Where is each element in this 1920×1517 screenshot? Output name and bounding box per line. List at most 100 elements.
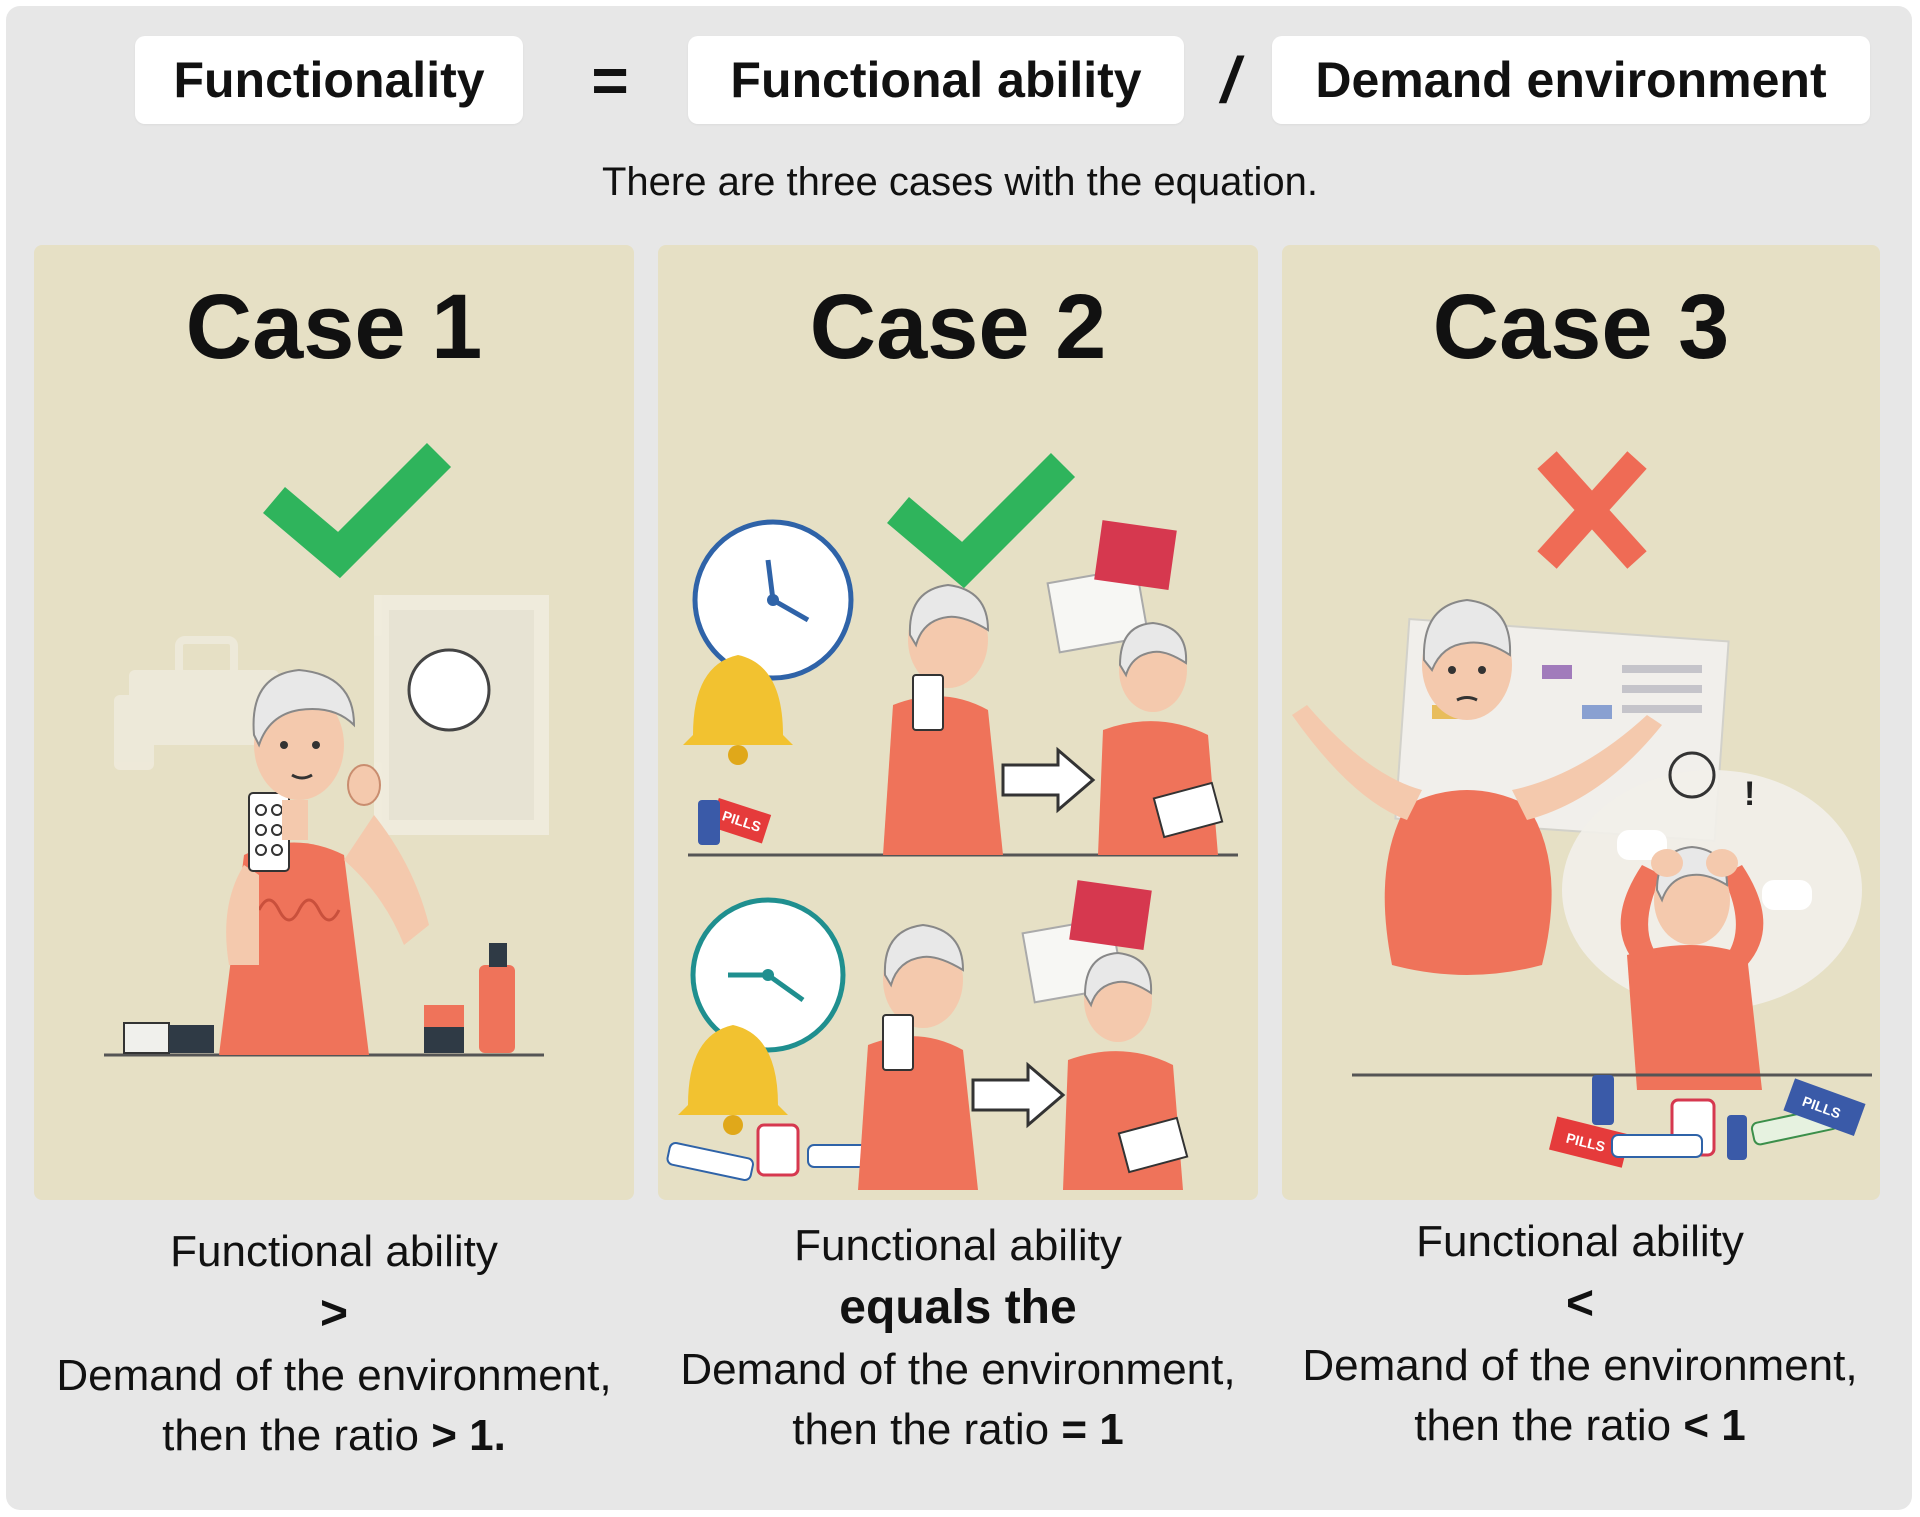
case-3-title: Case 3 — [1432, 276, 1730, 378]
torso — [883, 696, 1003, 855]
case-3-illustration: ! PILLS PILLS — [1292, 451, 1872, 1168]
case-2-caption-line4-prefix: then the ratio — [792, 1405, 1062, 1454]
case-3-caption-line3: Demand of the environment, — [1302, 1341, 1858, 1390]
equation-demand-environment-label: Demand environment — [1315, 52, 1827, 108]
torso — [1627, 945, 1762, 1090]
case-2-caption-relation: equals the — [839, 1281, 1077, 1334]
hand — [1706, 849, 1738, 877]
equation-functionality-label: Functionality — [173, 52, 485, 108]
cross-icon — [1537, 451, 1647, 569]
notepad — [1117, 1116, 1189, 1174]
equation-functional-ability-label: Functional ability — [730, 52, 1142, 108]
bell-icon — [678, 1025, 788, 1115]
equation-divide-sign: / — [1221, 44, 1239, 116]
case-2-title: Case 2 — [809, 276, 1107, 378]
arm-left — [1292, 705, 1422, 820]
pill-blister — [912, 674, 944, 731]
case-1-illustration — [104, 442, 549, 1057]
arm-right — [344, 815, 429, 945]
top-scene: PILLS — [683, 519, 1238, 857]
pill-blister — [882, 1014, 914, 1071]
case-1-title: Case 1 — [185, 276, 483, 378]
pills-pile: PILLS PILLS — [1548, 1075, 1866, 1168]
red-note — [1094, 520, 1177, 590]
box — [424, 1027, 464, 1053]
box — [169, 1025, 214, 1053]
hand — [1651, 849, 1683, 877]
confused-woman: ! — [1562, 751, 1862, 1090]
arm-left — [1620, 865, 1662, 965]
scribble — [1668, 751, 1716, 799]
shirt-squiggle — [257, 898, 341, 922]
pills-box — [1783, 1078, 1866, 1136]
hair — [1118, 621, 1188, 678]
case-1-caption-line1: Functional ability — [170, 1227, 498, 1276]
hair — [1422, 598, 1512, 672]
woman-figure — [219, 668, 429, 1055]
hand — [347, 764, 381, 806]
bottom-scene — [666, 880, 1189, 1190]
spray-bottle-cap — [489, 943, 507, 967]
subtitle: There are three cases with the equation. — [602, 160, 1318, 204]
case-2-caption: Functional ability equals the Demand of … — [648, 1216, 1268, 1460]
neck — [282, 800, 308, 840]
hair — [908, 583, 990, 648]
case-2-illustration: PILLS — [666, 452, 1238, 1190]
case-2-caption-line1: Functional ability — [794, 1221, 1122, 1270]
case-3-caption-line4-value: < 1 — [1683, 1401, 1746, 1450]
case-2-caption-line4-value: = 1 — [1061, 1405, 1124, 1454]
arrow-right-icon — [971, 1061, 1066, 1129]
torso — [1384, 790, 1552, 975]
background-furniture — [114, 595, 549, 835]
check-icon — [887, 452, 1076, 589]
pills-box — [1548, 1116, 1630, 1168]
case-2-panel: Case 2 PILLS — [658, 245, 1258, 1200]
case-1-caption-line4-value: > 1. — [431, 1411, 506, 1460]
arrow-right-icon — [1001, 746, 1096, 814]
pill-jar — [756, 1123, 800, 1177]
torso — [858, 1036, 978, 1190]
case-2-caption-line4: then the ratio = 1 — [648, 1400, 1268, 1460]
equation-demand-environment-box: Demand environment — [1272, 36, 1870, 124]
pill-strip — [666, 1142, 754, 1181]
case-3-caption-relation: < — [1565, 1277, 1595, 1330]
medicine-bottle — [1727, 1115, 1747, 1160]
check-icon — [263, 442, 452, 579]
speech-dots — [1762, 880, 1812, 910]
case-1-caption-line3: Demand of the environment, — [56, 1351, 612, 1400]
case-3-caption-line1: Functional ability — [1416, 1217, 1744, 1266]
box — [424, 1005, 464, 1027]
medicine-bottle — [1592, 1075, 1614, 1125]
medicine-bottle — [698, 800, 720, 845]
hair — [883, 923, 965, 988]
case-1-caption: Functional ability > Demand of the envir… — [24, 1222, 644, 1466]
arm-right — [1722, 865, 1764, 965]
case-1-caption-line4: then the ratio > 1. — [24, 1406, 644, 1466]
case-3-caption-line4: then the ratio < 1 — [1270, 1396, 1890, 1456]
spray-bottle — [479, 965, 515, 1053]
svg-text:!: ! — [1744, 775, 1755, 813]
pill-strip — [1611, 1134, 1703, 1158]
thought-bubble — [407, 648, 491, 732]
case-1-caption-relation: > — [319, 1287, 349, 1340]
case-3-panel: Case 3 — [1282, 245, 1880, 1200]
red-note — [1069, 880, 1152, 950]
notes-paper — [1046, 566, 1150, 654]
case-1-panel: Case 1 — [34, 245, 634, 1200]
arm-left — [226, 865, 259, 965]
case-2-caption-line3: Demand of the environment, — [680, 1345, 1236, 1394]
hair — [252, 668, 356, 748]
case-1-caption-line4-prefix: then the ratio — [162, 1411, 432, 1460]
equation-functional-ability-box: Functional ability — [688, 36, 1184, 124]
arm-right — [1512, 715, 1662, 820]
equation-equals-sign: = — [591, 44, 629, 116]
bell-icon — [683, 655, 793, 745]
pills-box — [709, 798, 772, 844]
box — [123, 1022, 170, 1054]
shrugging-woman — [1292, 598, 1662, 975]
case-3-caption: Functional ability < Demand of the envir… — [1270, 1212, 1890, 1456]
equation-functionality-box: Functionality — [135, 36, 523, 124]
case-3-caption-line4-prefix: then the ratio — [1414, 1401, 1684, 1450]
speech-dots — [1617, 830, 1667, 860]
hair — [1083, 951, 1153, 1008]
